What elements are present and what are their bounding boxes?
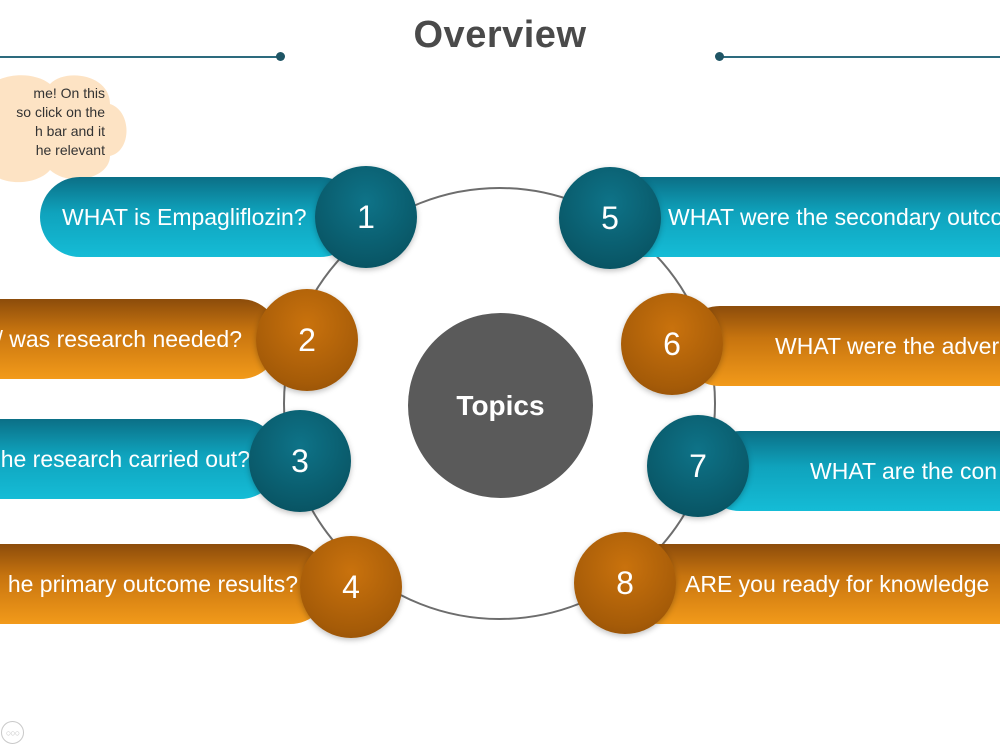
topic-bar-1[interactable]: WHAT is Empagliflozin? [40, 177, 360, 257]
title-rule-left-dot [276, 52, 285, 61]
topics-hub[interactable]: Topics [408, 313, 593, 498]
topic-bar-2[interactable]: / was research needed? [0, 299, 280, 379]
topic-number-5: 5 [601, 199, 619, 236]
topic-bar-5[interactable]: WHAT were the secondary outco [600, 177, 1000, 257]
topic-label-1: WHAT is Empagliflozin? [62, 203, 307, 230]
topic-badge-1[interactable]: 1 [315, 166, 417, 268]
cloud-callout [0, 75, 127, 182]
title-rule-left [0, 56, 280, 58]
topic-label-8: ARE you ready for knowledge [685, 570, 990, 597]
topic-number-8: 8 [616, 564, 634, 601]
topic-label-2: / was research needed? [0, 325, 242, 352]
topic-bar-7[interactable]: WHAT are the con [700, 431, 1000, 511]
topic-bar-4[interactable]: he primary outcome results? [0, 544, 330, 624]
topic-number-4: 4 [342, 568, 360, 605]
topic-number-3: 3 [291, 442, 309, 479]
topic-label-6: WHAT were the adver [775, 332, 1000, 359]
topic-label-4: he primary outcome results? [7, 570, 298, 597]
topic-number-2: 2 [298, 321, 316, 358]
hub-label: Topics [456, 389, 545, 421]
topic-label-5: WHAT were the secondary outco [668, 203, 1000, 230]
topic-badge-4[interactable]: 4 [300, 536, 402, 638]
topic-bar-6[interactable]: WHAT were the adver [680, 306, 1000, 386]
topics-ring [283, 187, 716, 620]
topic-badge-6[interactable]: 6 [621, 293, 723, 395]
callout-text: me! On this so click on the h bar and it… [16, 85, 105, 158]
topic-number-1: 1 [357, 198, 375, 235]
topic-bar-3[interactable]: he research carried out? [0, 419, 280, 499]
topic-bar-8[interactable]: ARE you ready for knowledge [620, 544, 1000, 624]
title-rule-right-dot [715, 52, 724, 61]
topic-label-7: WHAT are the con [810, 457, 998, 484]
topic-badge-7[interactable]: 7 [647, 415, 749, 517]
title-rule-right [720, 56, 1000, 58]
topic-number-7: 7 [689, 447, 707, 484]
slide-title: Overview [413, 14, 587, 56]
nav-glyph: ○○○ [5, 727, 20, 738]
topic-badge-2[interactable]: 2 [256, 289, 358, 391]
more-dots-icon[interactable]: ○○○ [1, 721, 24, 744]
topic-number-6: 6 [663, 325, 681, 362]
topic-badge-3[interactable]: 3 [249, 410, 351, 512]
topic-badge-8[interactable]: 8 [574, 532, 676, 634]
topic-badge-5[interactable]: 5 [559, 167, 661, 269]
topic-label-3: he research carried out? [0, 445, 250, 472]
